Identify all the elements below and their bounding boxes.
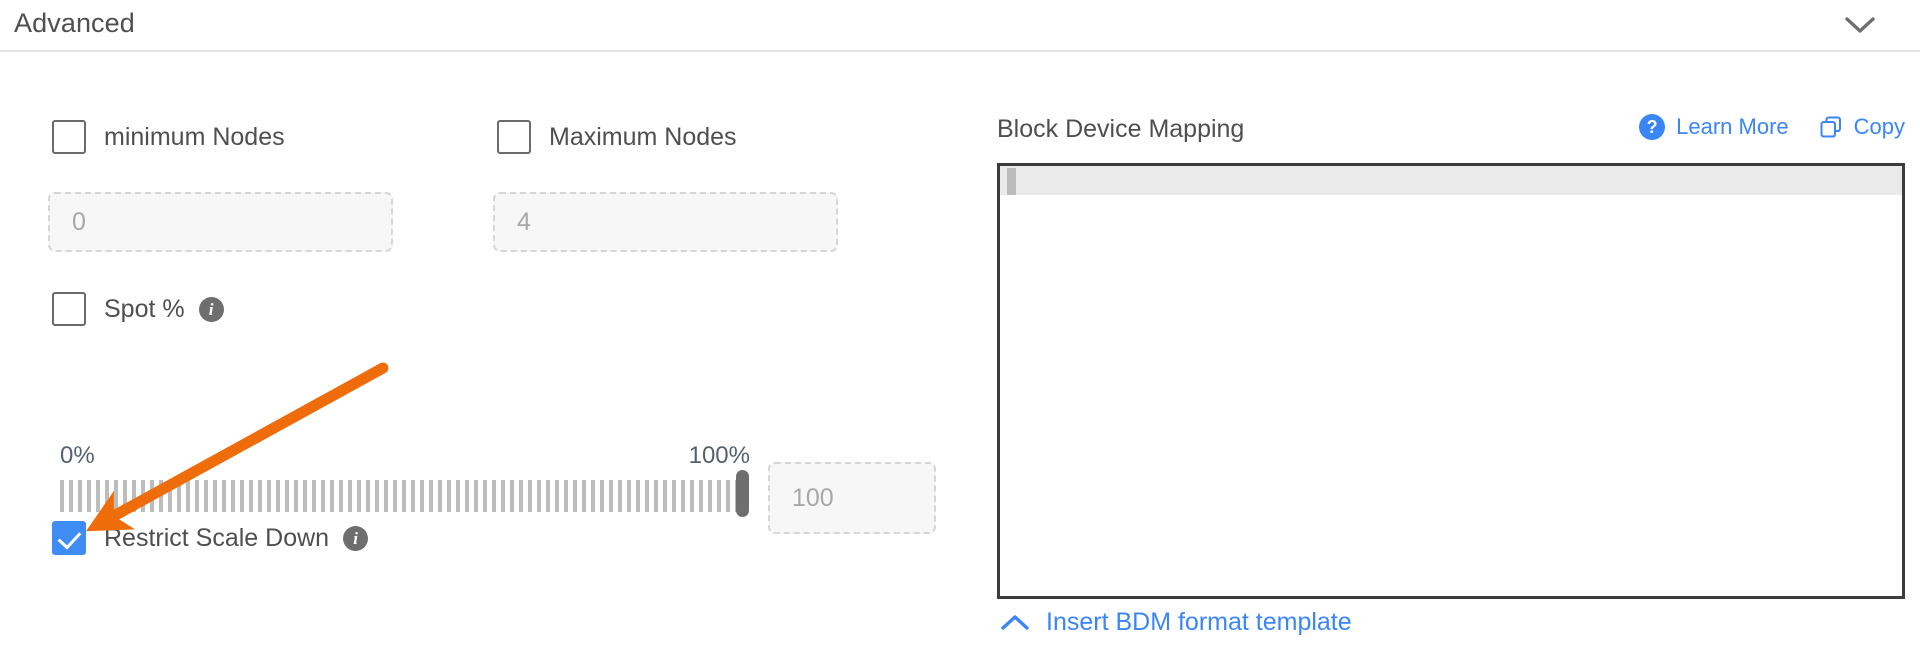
copy-label: Copy — [1853, 114, 1905, 139]
spot-percent-slider-track[interactable] — [60, 480, 750, 512]
page-title: Advanced — [14, 8, 135, 38]
spot-percent-value-input[interactable]: 100 — [768, 462, 936, 534]
max-nodes-input-value: 4 — [517, 207, 531, 236]
spot-percent-slider-group: 0% 100% — [60, 442, 750, 517]
spot-percent-label: Spot % — [104, 294, 185, 323]
spot-percent-value: 100 — [792, 483, 834, 512]
max-nodes-label: Maximum Nodes — [549, 122, 737, 151]
chevron-down-icon[interactable] — [1842, 10, 1878, 40]
spot-percent-info-icon[interactable]: i — [198, 296, 224, 322]
min-nodes-label: minimum Nodes — [104, 122, 285, 151]
min-nodes-input[interactable]: 0 — [48, 192, 393, 252]
chevron-up-icon — [1000, 614, 1030, 632]
bdm-actions: ? Learn More Copy — [1639, 114, 1905, 140]
min-nodes-input-value: 0 — [72, 207, 86, 236]
advanced-section-header[interactable]: Advanced — [0, 0, 1920, 52]
min-nodes-row: minimum Nodes — [52, 120, 285, 154]
bdm-code-editor[interactable] — [997, 163, 1905, 599]
restrict-scale-down-row: Restrict Scale Down i — [52, 521, 369, 555]
spot-percent-slider-thumb[interactable] — [736, 470, 749, 517]
learn-more-label: Learn More — [1676, 114, 1789, 139]
restrict-scale-down-checkbox[interactable] — [52, 521, 86, 555]
copy-icon — [1819, 115, 1843, 139]
question-circle-icon: ? — [1639, 114, 1666, 140]
max-nodes-row: Maximum Nodes — [497, 120, 737, 154]
restrict-scale-down-info-icon[interactable]: i — [343, 525, 369, 551]
slider-max-label: 100% — [688, 442, 750, 469]
editor-active-line — [1000, 166, 1902, 195]
max-nodes-checkbox[interactable] — [497, 120, 531, 154]
restrict-scale-down-label: Restrict Scale Down — [104, 523, 330, 552]
insert-bdm-template-button[interactable]: Insert BDM format template — [1000, 608, 1352, 637]
insert-bdm-template-label: Insert BDM format template — [1046, 608, 1352, 636]
spot-percent-checkbox[interactable] — [52, 292, 86, 326]
learn-more-button[interactable]: ? Learn More — [1639, 114, 1789, 140]
copy-button[interactable]: Copy — [1819, 114, 1905, 140]
advanced-left-panel: minimum Nodes 0 Maximum Nodes 4 Spot % i… — [0, 52, 960, 656]
spot-percent-row: Spot % i — [52, 292, 224, 326]
block-device-mapping-panel: Block Device Mapping ? Learn More Copy — [960, 52, 1920, 656]
min-nodes-checkbox[interactable] — [52, 120, 86, 154]
block-device-mapping-title: Block Device Mapping — [997, 115, 1245, 143]
max-nodes-input[interactable]: 4 — [493, 192, 838, 252]
slider-min-label: 0% — [60, 442, 95, 469]
editor-cursor-marker — [1007, 168, 1016, 195]
